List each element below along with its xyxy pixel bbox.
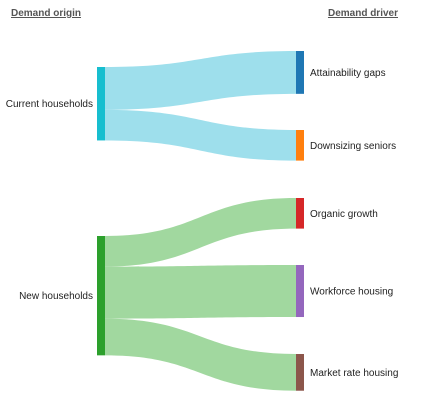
header-demand-driver: Demand driver — [328, 8, 398, 19]
node-workforce-housing[interactable] — [296, 265, 304, 318]
link-current-households-to-attainability-gaps[interactable] — [105, 51, 296, 110]
link-current-households-to-downsizing-seniors[interactable] — [105, 109, 296, 161]
node-organic-growth[interactable] — [296, 198, 304, 229]
node-downsizing-seniors[interactable] — [296, 130, 304, 161]
label-workforce-housing: Workforce housing — [310, 287, 393, 298]
label-market-rate-housing: Market rate housing — [310, 368, 398, 379]
link-new-households-to-workforce-housing[interactable] — [105, 265, 296, 319]
node-attainability-gaps[interactable] — [296, 51, 304, 94]
node-new-households[interactable] — [97, 236, 105, 356]
label-attainability-gaps: Attainability gaps — [310, 68, 386, 79]
nodes-layer — [97, 51, 304, 391]
label-organic-growth: Organic growth — [310, 209, 378, 220]
node-current-households[interactable] — [97, 67, 105, 141]
link-new-households-to-organic-growth[interactable] — [105, 198, 296, 267]
label-current-households: Current households — [6, 99, 93, 110]
links-layer — [105, 51, 296, 391]
label-downsizing-seniors: Downsizing seniors — [310, 141, 396, 152]
link-new-households-to-market-rate-housing[interactable] — [105, 318, 296, 391]
node-market-rate-housing[interactable] — [296, 354, 304, 391]
label-new-households: New households — [19, 291, 93, 302]
header-demand-origin: Demand origin — [11, 8, 81, 19]
